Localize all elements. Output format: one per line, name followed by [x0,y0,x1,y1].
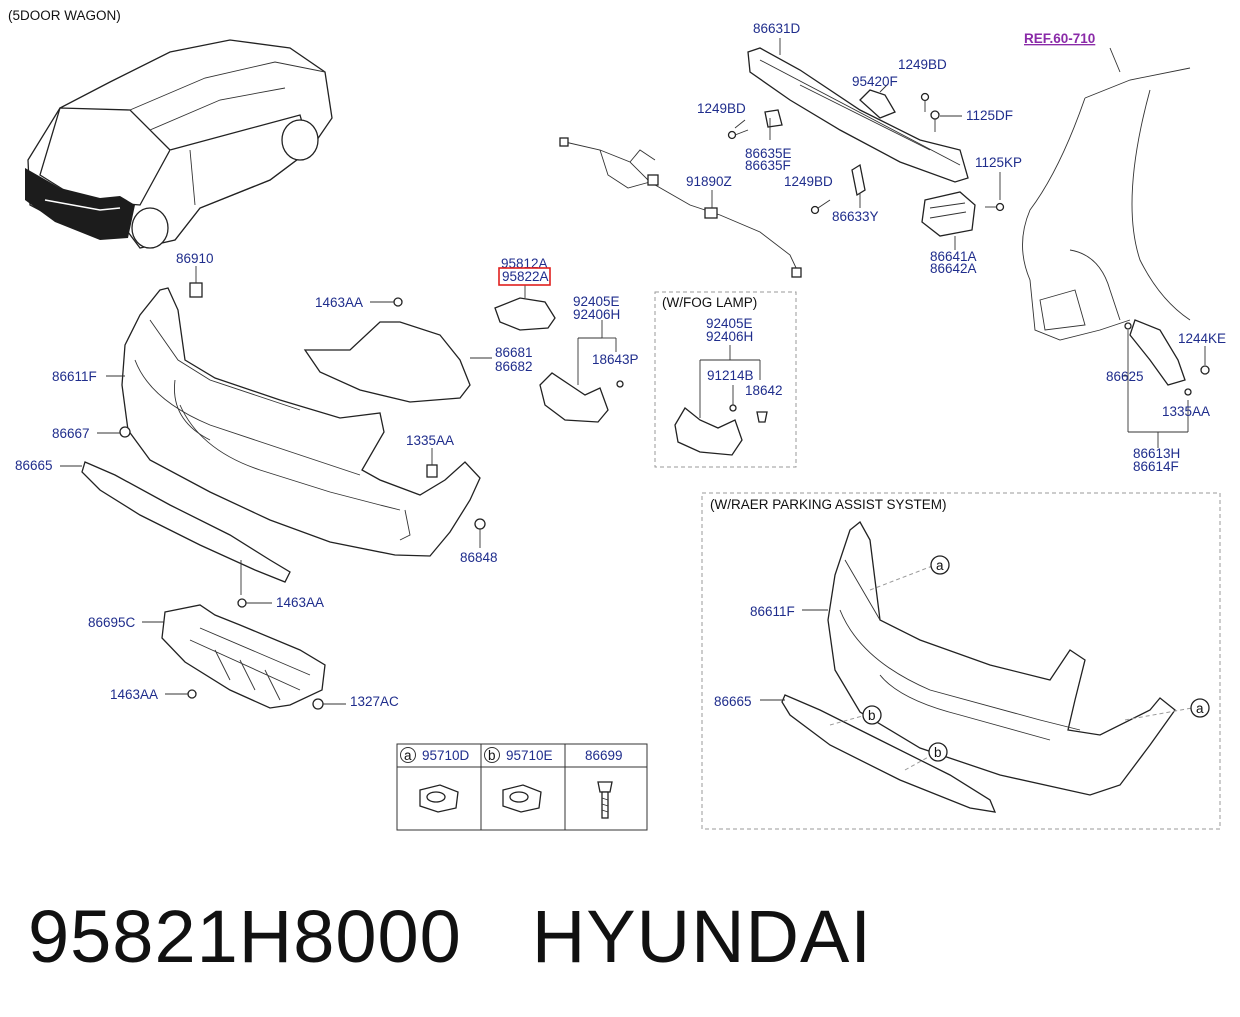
svg-text:86625: 86625 [1106,369,1144,384]
parking-bumper-cover [827,521,1176,796]
svg-text:86848: 86848 [460,550,498,565]
reflector-lamp [539,320,624,423]
parking-assist-box [701,492,1221,830]
svg-text:b: b [934,745,942,760]
svg-text:1335AA: 1335AA [406,433,454,448]
svg-text:1249BD: 1249BD [697,101,746,116]
parts-diagram: (5DOOR WAGON) [8,8,1226,831]
clips [97,266,486,710]
svg-text:1244KE: 1244KE [1178,331,1226,346]
label-86611F-parking: 86611F [750,604,795,619]
sensor-bracket [494,285,556,331]
wiring-harness [559,137,802,278]
part-number: 95821H8000 [28,894,462,978]
rear-bumper-cover [121,287,481,557]
svg-text:91214B: 91214B [707,368,754,383]
svg-text:1125KP: 1125KP [975,155,1022,170]
svg-text:86631D: 86631D [753,21,801,36]
fog-lamp-part [674,345,768,456]
svg-text:92405E: 92405E [573,294,620,309]
svg-text:86681: 86681 [495,345,533,360]
svg-text:1249BD: 1249BD [898,57,947,72]
svg-text:b: b [488,748,496,763]
svg-text:92406H: 92406H [706,329,753,344]
svg-text:1463AA: 1463AA [110,687,158,702]
label-86665-parking: 86665 [714,694,752,709]
svg-text:18643P: 18643P [592,352,639,367]
parking-assist-title: (W/RAER PARKING ASSIST SYSTEM) [710,497,947,512]
svg-text:92405E: 92405E [706,316,753,331]
svg-text:86665: 86665 [15,458,53,473]
svg-text:86633Y: 86633Y [832,209,879,224]
rear-diffuser [60,461,291,595]
svg-text:86614F: 86614F [1133,459,1179,474]
legend-table: a 95710D b 95710E 86699 [396,743,648,831]
quarter-panel-ref [1022,47,1191,341]
fog-lamp-box [654,291,797,468]
svg-text:b: b [868,708,876,723]
svg-text:95420F: 95420F [852,74,898,89]
callout-labels: 86631D 1249BD 95420F 1249BD 1125DF 86635… [15,21,1226,709]
highlighted-part-label: 95822A [502,269,549,284]
svg-text:86613H: 86613H [1133,446,1180,461]
svg-text:1125DF: 1125DF [966,108,1013,123]
svg-text:1463AA: 1463AA [315,295,363,310]
svg-text:86695C: 86695C [88,615,136,630]
parking-callouts: a a b b [760,555,1210,771]
side-bracket [1122,319,1210,448]
svg-text:86635F: 86635F [745,158,791,173]
svg-text:86642A: 86642A [930,261,977,276]
svg-text:86641A: 86641A [930,249,977,264]
svg-text:a: a [404,748,412,763]
variant-title: (5DOOR WAGON) [8,8,121,23]
side-cover-86681 [303,321,492,403]
legend-part-86699: 86699 [585,748,623,763]
parking-diffuser [781,694,997,813]
svg-text:86635E: 86635E [745,146,792,161]
brand-name: HYUNDAI [531,894,872,978]
svg-text:a: a [1196,701,1204,716]
svg-text:a: a [936,558,944,573]
svg-text:86667: 86667 [52,426,90,441]
svg-text:1335AA: 1335AA [1162,404,1210,419]
svg-text:18642: 18642 [745,383,783,398]
svg-text:92406H: 92406H [573,307,620,322]
svg-text:1327AC: 1327AC [350,694,399,709]
bumper-bracket-side [921,191,976,250]
highlighted-part-box [498,267,551,286]
beam-hardware [727,83,1005,215]
fog-lamp-title: (W/FOG LAMP) [662,295,757,310]
svg-text:91890Z: 91890Z [686,174,732,189]
under-cover [161,604,326,709]
svg-text:86682: 86682 [495,359,533,374]
legend-part-95710D: 95710D [422,748,470,763]
svg-text:1249BD: 1249BD [784,174,833,189]
footer: 95821H8000 HYUNDAI [28,886,872,986]
reference-link[interactable]: REF.60-710 [1024,31,1095,46]
svg-text:86910: 86910 [176,251,214,266]
svg-text:1463AA: 1463AA [276,595,324,610]
svg-text:86611F: 86611F [52,369,97,384]
car-illustration [25,39,333,249]
legend-part-95710E: 95710E [506,748,553,763]
bumper-beam [747,38,969,183]
